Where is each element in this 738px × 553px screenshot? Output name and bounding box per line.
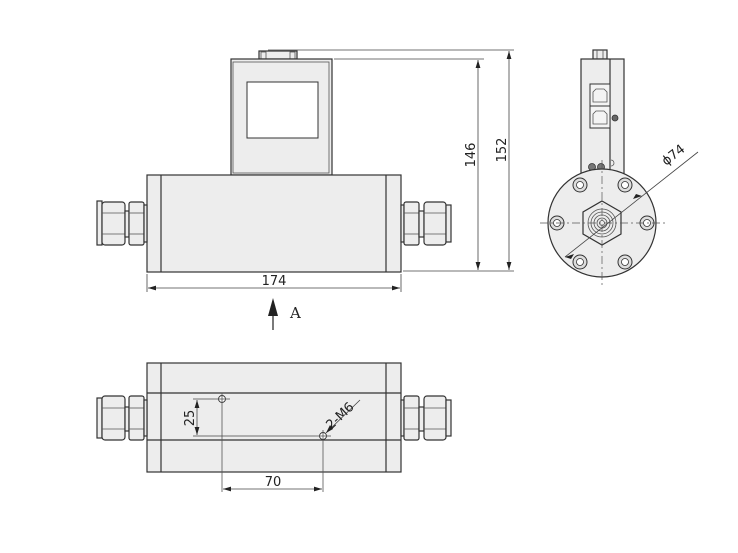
dimension-label-25: 25: [183, 410, 198, 427]
rj-port-lower: [589, 105, 611, 129]
mounting-hole-lower: [315, 430, 331, 492]
bolt-holes: [549, 177, 655, 270]
bottom-right-fitting: [400, 395, 452, 441]
flange: [540, 160, 665, 285]
dimension-body-height: 146: [334, 58, 484, 272]
dimension-total-length: 174: [146, 274, 402, 292]
bottom-left-fitting: [96, 395, 148, 441]
dimension-label-146: 146: [464, 143, 479, 168]
bottom-view: 25 2-M6 70: [96, 362, 452, 492]
dimension-hole-offset: 25: [183, 398, 315, 437]
top-connector: [258, 50, 298, 60]
display-housing: [230, 58, 333, 176]
dimension-hole-spacing: 70: [223, 475, 322, 492]
dimension-overall-height: 152: [268, 49, 514, 272]
dimension-label-diameter: ϕ74: [659, 142, 688, 169]
bottom-body: [146, 362, 402, 473]
front-view: 174 A 146 152: [96, 49, 514, 330]
side-housing: [580, 58, 625, 177]
side-top-connector: [592, 49, 608, 60]
left-fitting: [96, 200, 148, 246]
right-fitting: [400, 201, 452, 246]
dimension-label-152: 152: [495, 138, 510, 163]
view-label-a: A: [289, 304, 301, 322]
side-view: ϕ74: [540, 49, 699, 285]
rj-port-upper: [589, 83, 611, 107]
mounting-hole-upper: [214, 393, 230, 492]
dimension-label-70: 70: [265, 475, 282, 490]
view-arrow-a: A: [268, 298, 301, 330]
dimension-label-174: 174: [262, 274, 287, 289]
side-screw-icon: [611, 114, 619, 122]
sensor-body: [146, 174, 402, 273]
